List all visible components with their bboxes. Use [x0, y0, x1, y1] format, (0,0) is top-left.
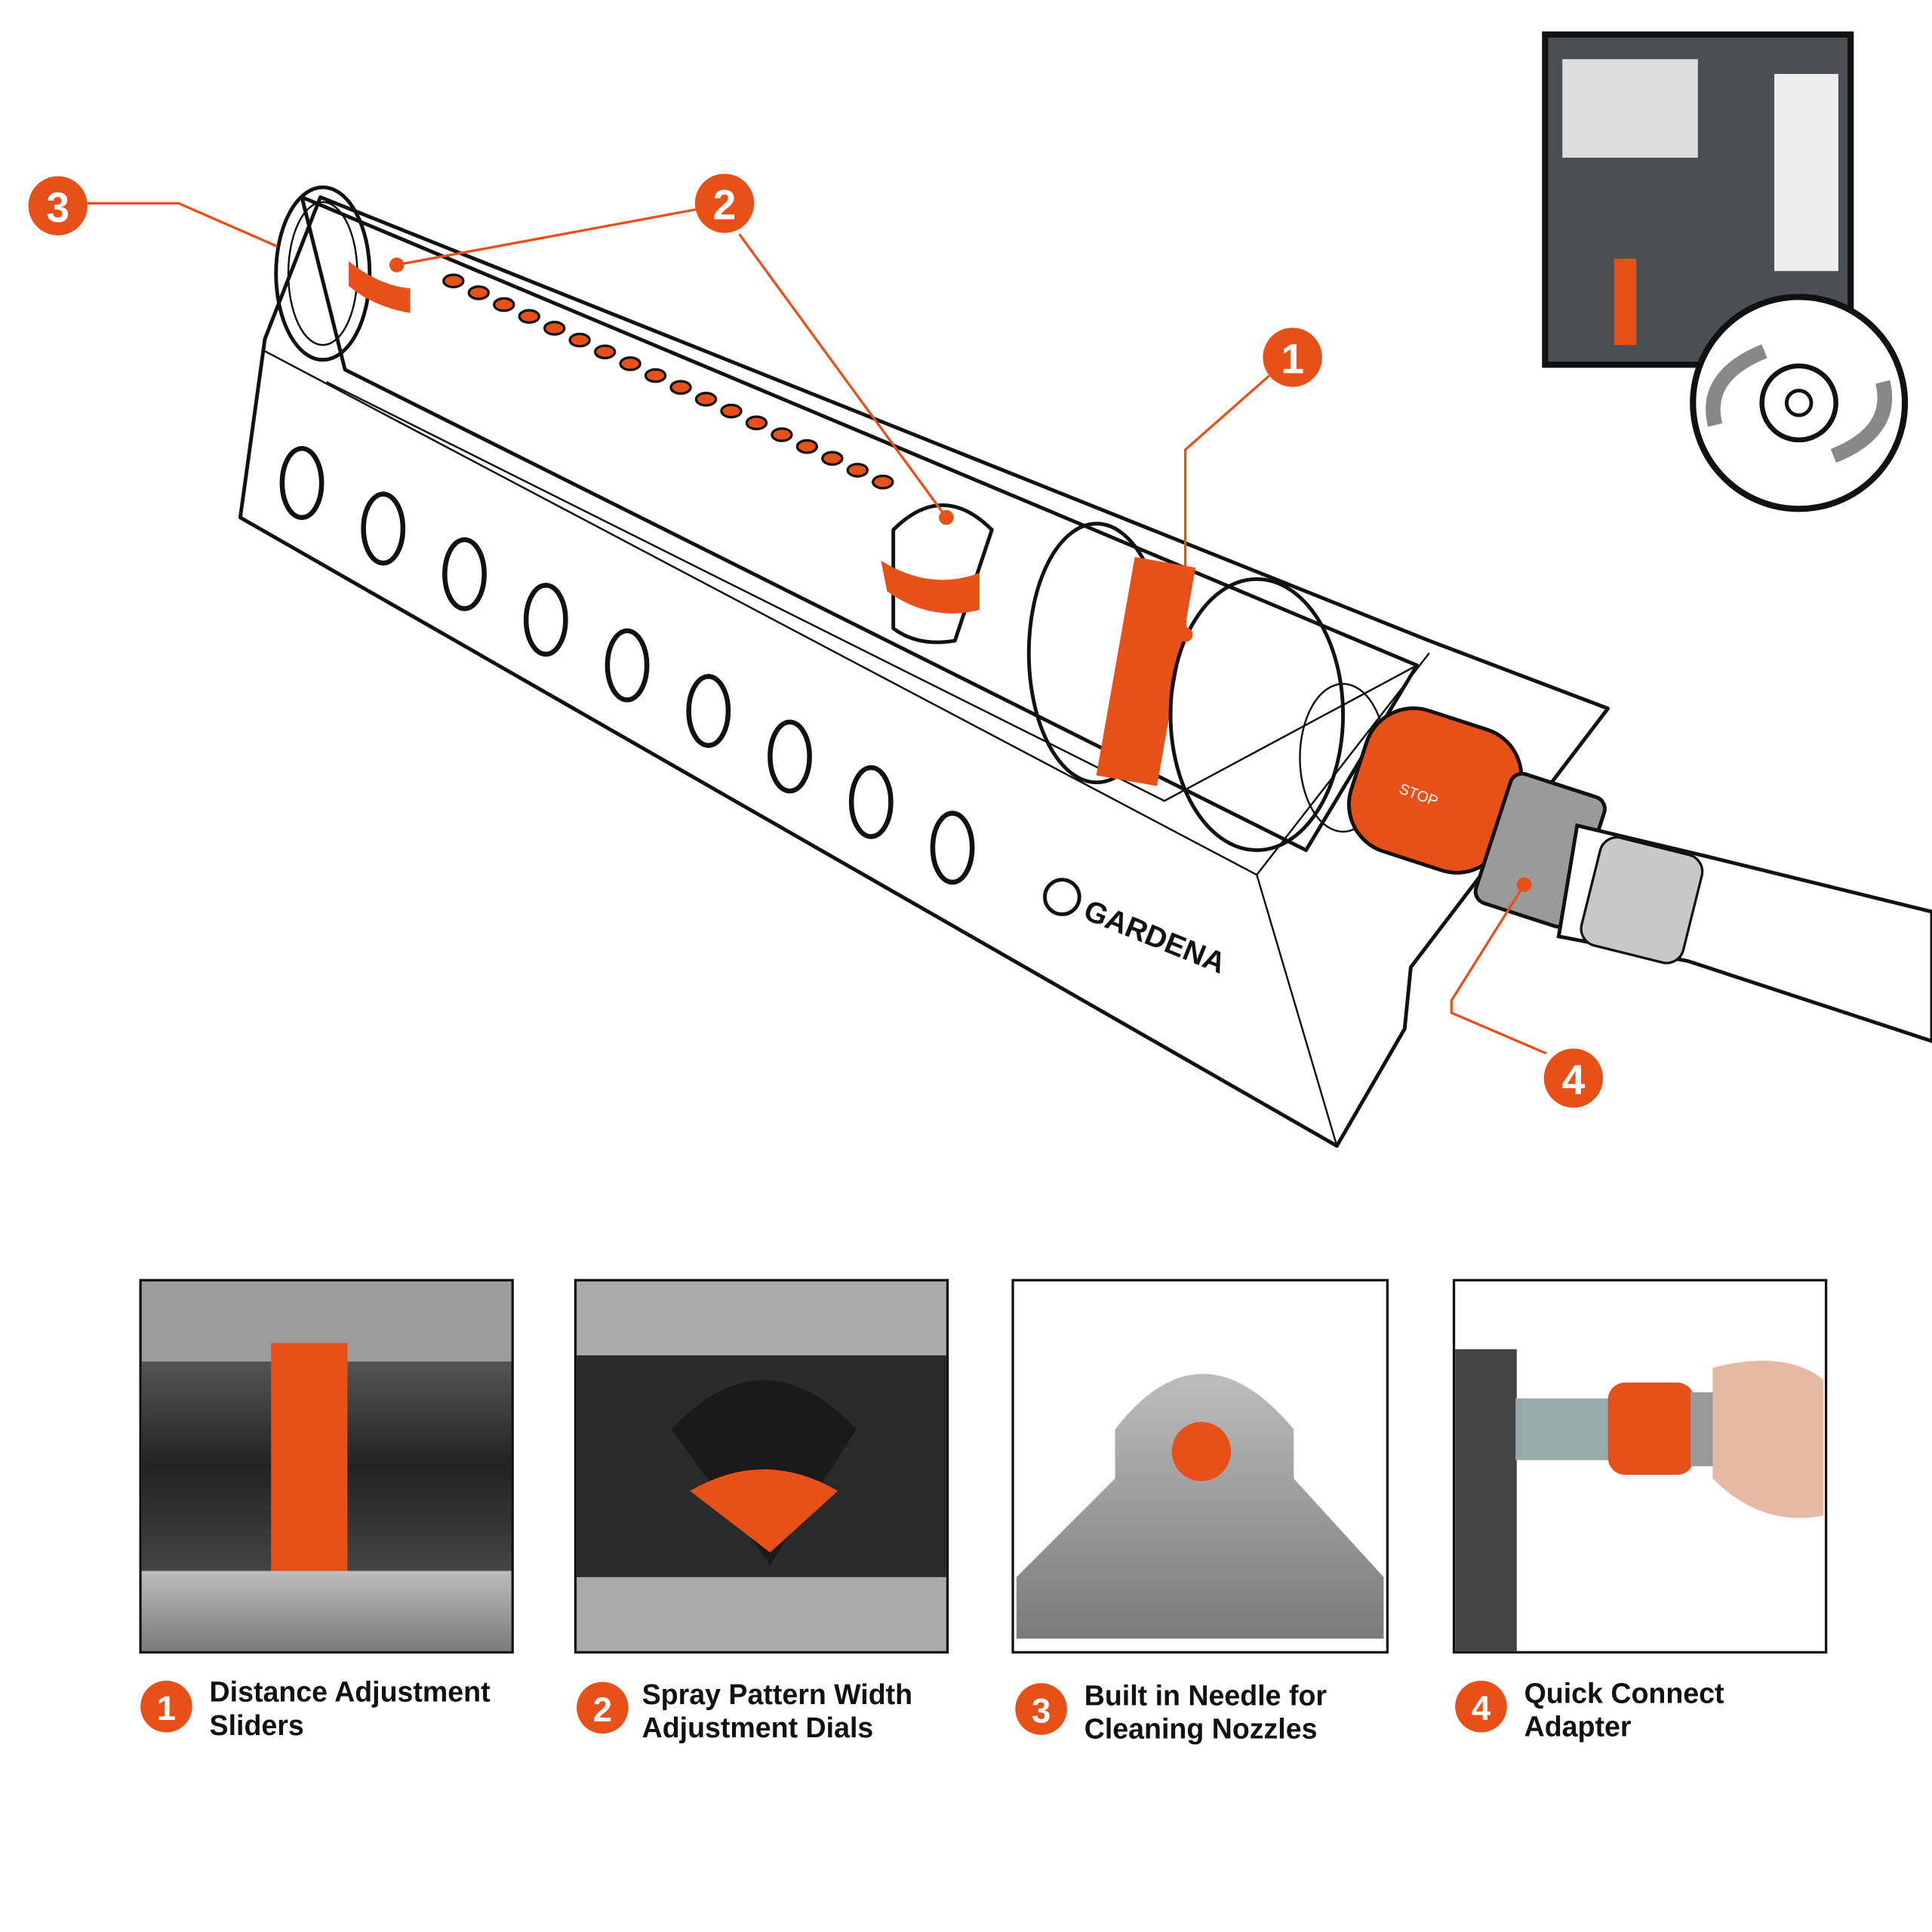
nozzle: [821, 451, 844, 466]
svg-text:Adapter: Adapter: [1524, 1710, 1632, 1742]
svg-text:Distance Adjustment: Distance Adjustment: [210, 1676, 491, 1708]
nozzle: [771, 427, 793, 442]
svg-text:Quick Connect: Quick Connect: [1524, 1677, 1724, 1709]
dial-left: [349, 261, 411, 313]
svg-text:3: 3: [1032, 1691, 1051, 1730]
feature-panel-1: [139, 1278, 514, 1654]
svg-text:4: 4: [1472, 1689, 1491, 1727]
svg-text:Sliders: Sliders: [210, 1709, 304, 1741]
drum-right: [1168, 577, 1346, 852]
callout-4: 4: [1543, 1048, 1604, 1108]
gardena-logo-text: GARDENA: [1079, 894, 1230, 980]
nozzle: [442, 273, 465, 289]
sprinkler-tube: [300, 195, 1419, 852]
nozzle: [846, 463, 869, 478]
nozzle: [745, 415, 768, 431]
sprinkler-illustration: STOP GARDENA: [238, 185, 1932, 1148]
base-hole: [442, 537, 487, 611]
callout-1: 1: [1263, 328, 1322, 387]
feature-panel-4: [1452, 1278, 1828, 1654]
gear-icon: [1759, 363, 1838, 443]
base-hole: [848, 764, 894, 839]
nozzle: [720, 403, 743, 419]
feature-panel-3: [1011, 1278, 1389, 1654]
svg-text:1: 1: [157, 1689, 176, 1727]
callout-leaders: [86, 202, 1547, 1055]
base-hole: [768, 719, 812, 794]
svg-text:Spray Pattern Width: Spray Pattern Width: [642, 1678, 913, 1710]
dial-right: [891, 503, 994, 645]
distance-slider: [1096, 557, 1196, 786]
nozzle-row: [442, 273, 894, 490]
gear-badge: [1690, 294, 1909, 512]
gardena-logo-icon: [1043, 878, 1081, 916]
svg-text:Built in Needle for: Built in Needle for: [1084, 1680, 1327, 1712]
nozzle: [568, 332, 591, 348]
nozzle: [467, 285, 490, 300]
base-hole: [361, 491, 406, 566]
nozzle: [543, 321, 566, 336]
svg-text:4: 4: [1561, 1057, 1585, 1103]
nozzle: [669, 380, 692, 395]
callout-3: 3: [28, 176, 88, 235]
nozzle: [518, 309, 540, 325]
base-hole: [605, 628, 650, 703]
sprinkler-base: [238, 195, 1611, 1148]
base-hole: [279, 446, 325, 520]
svg-text:3: 3: [46, 184, 69, 231]
nozzle: [619, 356, 641, 371]
nozzle: [593, 344, 617, 360]
base-hole: [686, 674, 731, 749]
callout-2: 2: [694, 174, 755, 233]
svg-text:2: 2: [713, 182, 737, 229]
feature-panel-2: [574, 1278, 949, 1654]
gear-mechanism-inset: [1542, 31, 1909, 512]
nozzle: [795, 438, 819, 454]
base-holes: [279, 446, 975, 885]
svg-text:2: 2: [593, 1690, 612, 1729]
end-cap-left: [274, 185, 372, 362]
base-hole: [930, 811, 975, 885]
svg-text:1: 1: [1281, 336, 1304, 383]
svg-text:Adjustment Dials: Adjustment Dials: [642, 1712, 874, 1743]
nozzle: [872, 474, 894, 490]
nozzle: [493, 297, 515, 312]
base-hole: [523, 583, 568, 657]
nozzle: [644, 368, 667, 383]
nozzle: [694, 392, 718, 407]
svg-text:Cleaning Nozzles: Cleaning Nozzles: [1084, 1713, 1318, 1745]
